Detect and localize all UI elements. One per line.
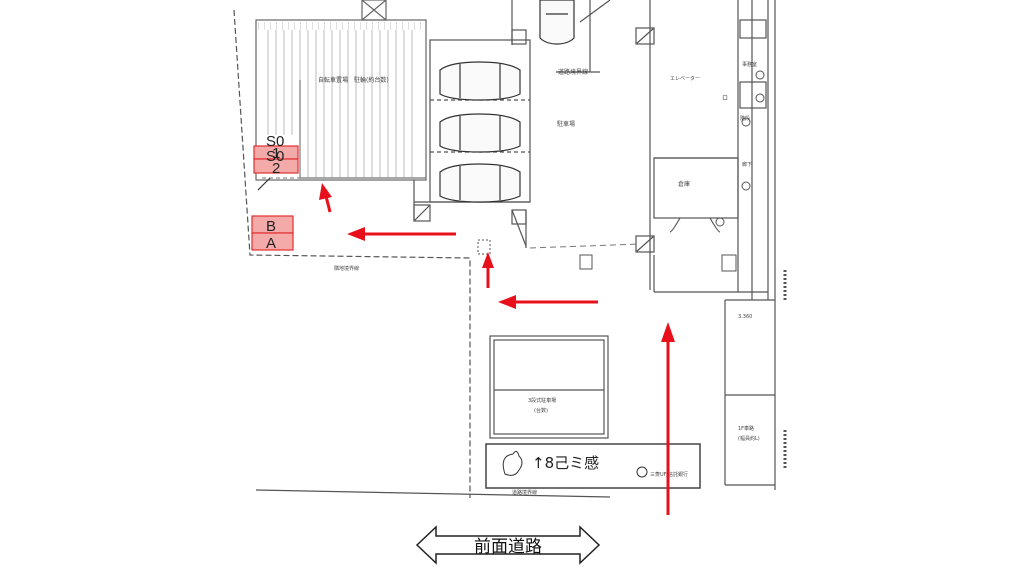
corridor-label: 廊下 bbox=[742, 161, 752, 168]
dimension-label: 3.360 bbox=[738, 314, 752, 320]
storage-label: 倉庫 bbox=[678, 180, 690, 188]
rack-parking-sub-label: (台数) bbox=[534, 407, 548, 414]
slot-label: S0 bbox=[266, 133, 284, 150]
slot-label: 2 bbox=[272, 160, 280, 177]
small-window bbox=[721, 254, 737, 272]
mechanical-parking bbox=[489, 335, 609, 439]
central-walls bbox=[511, 0, 600, 248]
elevator-label: エレベーター bbox=[670, 75, 700, 82]
parking-slot-s02[interactable]: S0 2 bbox=[253, 148, 299, 177]
parking-slot-b[interactable]: B bbox=[251, 215, 294, 235]
setback-line bbox=[529, 243, 641, 249]
bicycle-parking-label: 自転車置場 駐輪(約台数) bbox=[318, 76, 389, 84]
arrow-up-left-icon bbox=[319, 183, 332, 213]
car-icon bbox=[439, 113, 521, 153]
sign-board bbox=[485, 443, 701, 489]
road-boundary-label: 道路境界線 bbox=[558, 68, 588, 76]
parking-slot-s01[interactable]: S0 1 bbox=[253, 133, 299, 162]
room-markers bbox=[715, 70, 765, 227]
side-boundary-label: 隣地境界線 bbox=[334, 265, 359, 272]
slot-diagonal bbox=[257, 177, 271, 191]
rack-parking-label: 3段式駐車場 bbox=[528, 397, 556, 404]
small-window bbox=[579, 254, 593, 270]
parking-slot-a[interactable]: A bbox=[251, 232, 294, 252]
arrow-left-icon bbox=[498, 295, 598, 309]
top-stair-box bbox=[361, 0, 387, 21]
parking-label: 駐車場 bbox=[557, 120, 575, 128]
car-icon bbox=[539, 0, 575, 45]
front-road-indicator: 前面道路 bbox=[415, 525, 601, 565]
site-boundary bbox=[233, 0, 611, 498]
bottom-right-sub-label: (幅員約L) bbox=[738, 435, 760, 442]
bicycle-parking-area bbox=[255, 19, 427, 181]
small-window bbox=[477, 239, 491, 255]
traffic-arrows bbox=[319, 183, 675, 515]
arrow-up-icon bbox=[661, 322, 675, 515]
slot-label: A bbox=[266, 235, 276, 252]
sign-text: ↑8己ミ感 bbox=[532, 454, 599, 472]
stair-label: 階段 bbox=[740, 115, 750, 122]
double-arrow-icon bbox=[415, 525, 601, 565]
bottom-right-label: 1F車路 bbox=[738, 425, 754, 432]
slot-label: S0 bbox=[266, 148, 284, 165]
car-icon bbox=[439, 163, 521, 203]
mark-label: ロ bbox=[722, 95, 728, 102]
slot-label: B bbox=[266, 218, 276, 235]
road-boundary-bottom-label: 道路境界線 bbox=[512, 489, 537, 496]
arrow-up-icon bbox=[482, 252, 494, 288]
slot-label: 1 bbox=[272, 145, 280, 162]
car-icon bbox=[439, 61, 521, 101]
front-road-label: 前面道路 bbox=[474, 537, 542, 557]
right-building bbox=[635, 0, 787, 490]
arrow-left-icon bbox=[347, 227, 456, 241]
office-label: 事務室 bbox=[742, 61, 757, 68]
